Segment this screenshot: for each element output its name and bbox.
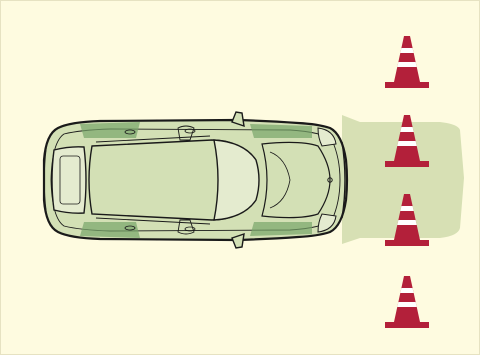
- left-rear-handle: [124, 129, 136, 135]
- right-front-handle: [184, 226, 196, 232]
- right-rear-handle: [124, 225, 136, 231]
- rear-right-wheel-shade: [80, 222, 140, 238]
- right-mirror: [231, 232, 245, 249]
- front-right-wheel-shade: [250, 222, 312, 236]
- front-bumper: [341, 141, 346, 219]
- headlight-beam: [342, 115, 464, 244]
- headlight-left: [317, 127, 337, 147]
- rear-bumper: [43, 147, 47, 213]
- hood: [261, 141, 331, 219]
- left-front-handle: [184, 128, 196, 134]
- hood-crease: [269, 151, 291, 209]
- front-left-wheel-shade: [250, 124, 312, 138]
- rear-left-wheel-shade: [80, 122, 140, 138]
- traffic-cone-icon: [385, 194, 429, 246]
- car-top-view-icon: [42, 111, 349, 249]
- hood-emblem: [327, 177, 333, 183]
- rear-window: [51, 146, 87, 214]
- traffic-cone-icon: [385, 276, 429, 328]
- windshield: [213, 139, 260, 221]
- left-mirror: [231, 111, 245, 128]
- left-pillar: [177, 125, 195, 141]
- right-pillar: [177, 219, 195, 235]
- traffic-cone-icon: [385, 115, 429, 167]
- cones-group: [385, 36, 429, 328]
- headlight-right: [317, 213, 337, 233]
- traffic-cone-icon: [385, 36, 429, 88]
- rear-window-inner: [59, 155, 81, 205]
